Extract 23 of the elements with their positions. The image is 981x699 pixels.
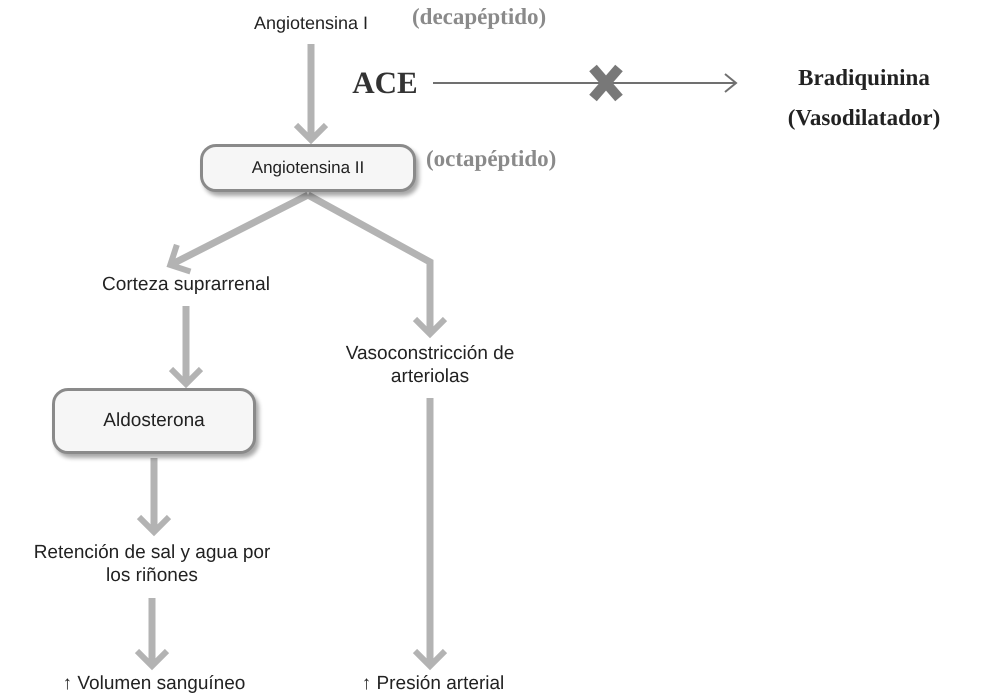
node-label: Vasoconstricción de arteriolas bbox=[344, 343, 516, 389]
arrow bbox=[412, 398, 448, 669]
node-label: Angiotensina II bbox=[252, 158, 364, 178]
node-label: Angiotensina I bbox=[254, 13, 368, 35]
arrow bbox=[134, 598, 170, 669]
node-label: Bradiquinina bbox=[798, 64, 930, 92]
node-label: Aldosterona bbox=[103, 410, 205, 432]
node-label: Corteza suprarrenal bbox=[102, 274, 270, 296]
arrow bbox=[136, 458, 172, 535]
node-label: ↑ Volumen sanguíneo bbox=[62, 673, 246, 696]
arrow bbox=[433, 73, 737, 93]
node-label: ACE bbox=[352, 64, 418, 102]
arrow bbox=[293, 44, 329, 143]
node-note: (decapéptido) bbox=[412, 4, 546, 30]
node-note: (octapéptido) bbox=[426, 146, 556, 172]
rounded-box bbox=[200, 144, 416, 192]
node-label: (Vasodilatador) bbox=[788, 104, 940, 132]
rounded-box bbox=[52, 388, 256, 454]
arrow bbox=[306, 192, 448, 337]
node-label: ↑ Presión arterial bbox=[362, 673, 504, 696]
node-label: Retención de sal y agua por los riñones bbox=[32, 542, 272, 588]
arrow bbox=[168, 306, 204, 387]
arrow bbox=[167, 192, 310, 275]
